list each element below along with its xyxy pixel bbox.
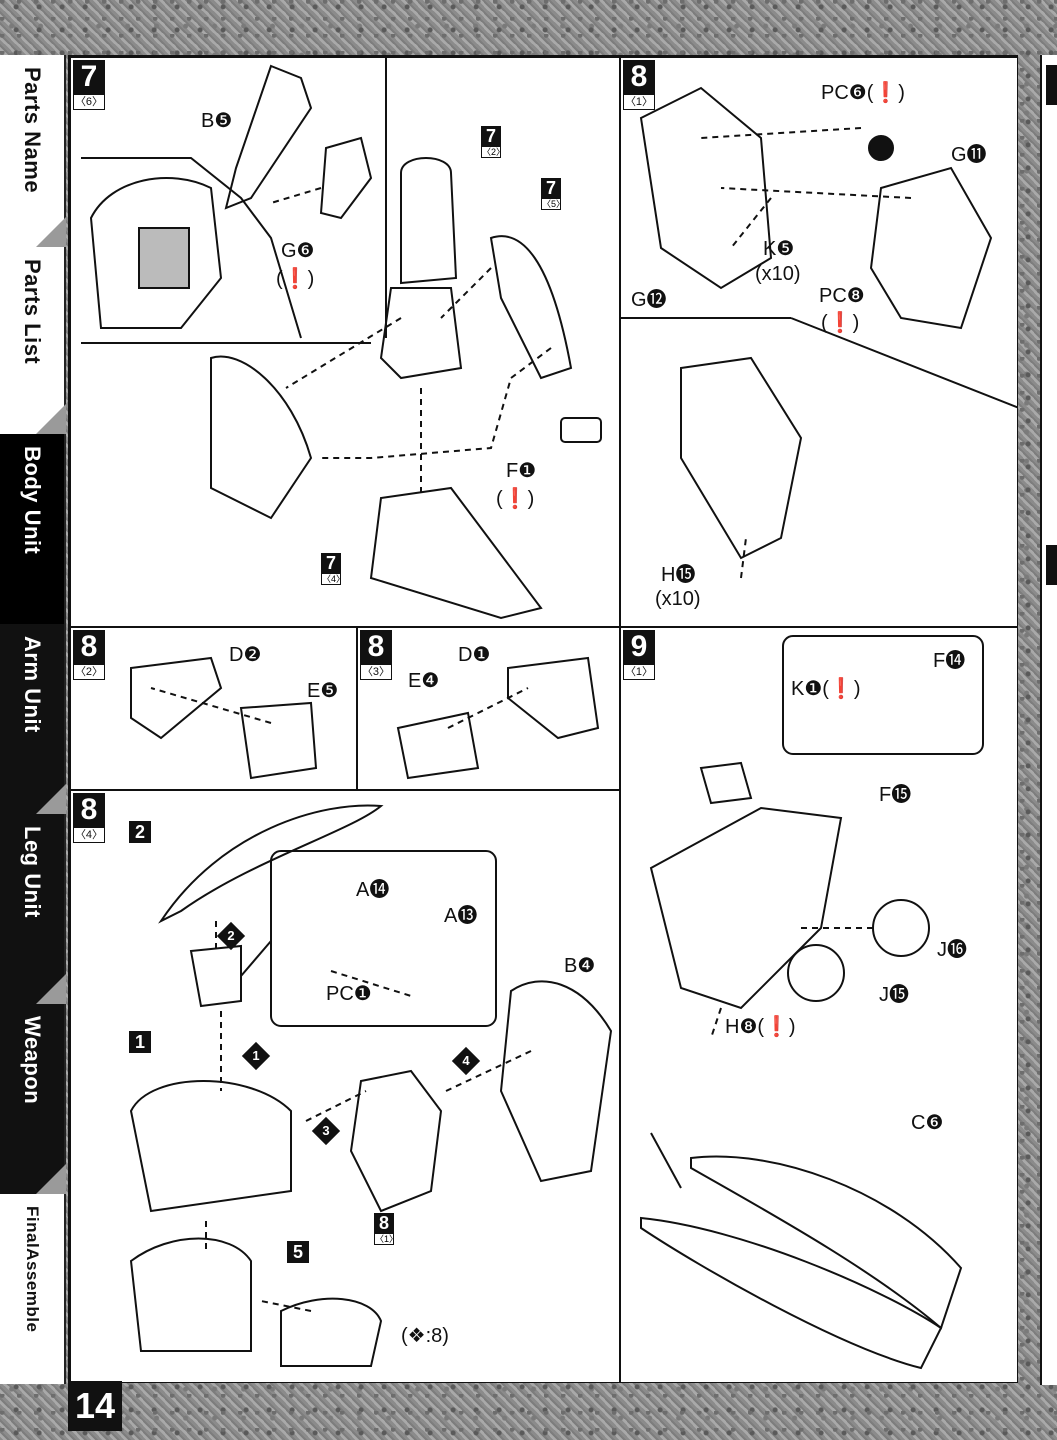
- label-f1: F❶: [506, 460, 537, 482]
- step-8-1-panel: 8〈1〉 PC❻(❗) G⓫ G⓬ K❺ (x10) PC❽ (❗) H⓯ (x…: [620, 57, 1018, 627]
- assembly-illustration: [81, 58, 602, 620]
- step-number-2: 2: [129, 821, 151, 843]
- tab-weapon[interactable]: Weapon: [0, 1004, 66, 1194]
- label-pch-warning: (❗): [821, 312, 860, 334]
- label-h15: H⓯: [661, 564, 696, 586]
- assembly-illustration: [640, 635, 984, 1370]
- assembly-illustration: [129, 804, 613, 1367]
- step-badge: 7〈6〉: [73, 60, 105, 110]
- step-badge: 8〈3〉: [360, 630, 392, 680]
- label-f14: F⓮: [933, 650, 966, 672]
- label-h8: H❽(❗): [725, 1016, 796, 1038]
- order-marker-3: 3: [311, 1116, 341, 1146]
- ref-7-4: 7〈4〉: [321, 553, 346, 585]
- step-number-5: 5: [287, 1241, 309, 1263]
- step-badge: 8〈1〉: [623, 60, 655, 110]
- label-e5: E❺: [307, 680, 339, 702]
- tab-leg-unit[interactable]: Leg Unit: [0, 814, 66, 1004]
- tab-body-unit[interactable]: Body Unit: [0, 434, 66, 624]
- label-f1-warning: (❗): [496, 488, 535, 510]
- label-pcf: PC❻(❗): [821, 82, 905, 104]
- order-marker-1: 1: [241, 1041, 271, 1071]
- tab-arm-unit[interactable]: Arm Unit: [0, 624, 66, 814]
- step-number-1: 1: [129, 1031, 151, 1053]
- label-j15: J⓯: [879, 984, 909, 1006]
- label-f15: F⓯: [879, 784, 912, 806]
- step-8-4-panel: 8〈4〉 A⓮ A⓭ PC❶ B: [70, 790, 620, 1383]
- step-8-2-panel: 8〈2〉 D❷ E❺: [70, 627, 357, 790]
- label-g6: G❻: [281, 240, 315, 262]
- step-8-3-panel: 8〈3〉 D❶ E❹: [357, 627, 620, 790]
- tab-parts-name[interactable]: Parts Name: [0, 55, 66, 247]
- label-g6-warning: (❗): [276, 268, 315, 290]
- label-e4: E❹: [408, 670, 440, 692]
- label-g11: G⓫: [951, 144, 987, 166]
- label-h15-qty: (x10): [655, 588, 701, 610]
- tab-final-assemble[interactable]: FinalAssemble: [0, 1194, 66, 1384]
- step-7-6-panel: 7〈6〉 B❺: [70, 57, 620, 627]
- label-pch: PC❽: [819, 285, 865, 307]
- label-g12: G⓬: [631, 289, 667, 311]
- assembly-illustration: [130, 656, 318, 780]
- label-d2: D❷: [229, 644, 262, 666]
- assembly-illustration: [396, 656, 600, 780]
- next-page-edge: [1040, 55, 1057, 1385]
- label-ref-combo: (❖:8): [401, 1325, 449, 1347]
- step-9-1-panel: 9〈1〉 K❶(❗) F⓮ F⓯ J⓰ J⓯ H❽(❗) C❻: [620, 627, 1018, 1383]
- label-c6: C❻: [911, 1112, 944, 1134]
- assembly-illustration: [621, 86, 1017, 579]
- label-b5: B❺: [201, 110, 233, 132]
- tab-parts-list[interactable]: Parts List: [0, 247, 66, 434]
- label-b4: B❹: [564, 955, 596, 977]
- label-a14: A⓮: [356, 879, 390, 901]
- label-k5-qty: (x10): [755, 263, 801, 285]
- page-number: 14: [68, 1381, 122, 1431]
- label-pca: PC❶: [326, 983, 372, 1005]
- order-marker-2: 2: [216, 921, 246, 951]
- step-badge: 8〈2〉: [73, 630, 105, 680]
- label-j16: J⓰: [937, 939, 967, 961]
- label-k5: K❺: [763, 238, 795, 260]
- step-badge: 8〈4〉: [73, 793, 105, 843]
- label-k1: K❶(❗): [791, 678, 861, 700]
- label-a13: A⓭: [444, 905, 478, 927]
- ref-8-1: 8〈1〉: [374, 1213, 399, 1245]
- order-marker-4: 4: [451, 1046, 481, 1076]
- ref-7-5: 7〈5〉: [541, 178, 566, 210]
- label-d1: D❶: [458, 644, 491, 666]
- instruction-page: 7〈6〉 B❺: [68, 55, 1018, 1383]
- ref-7-2: 7〈2〉: [481, 126, 506, 158]
- step-badge: 9〈1〉: [623, 630, 655, 680]
